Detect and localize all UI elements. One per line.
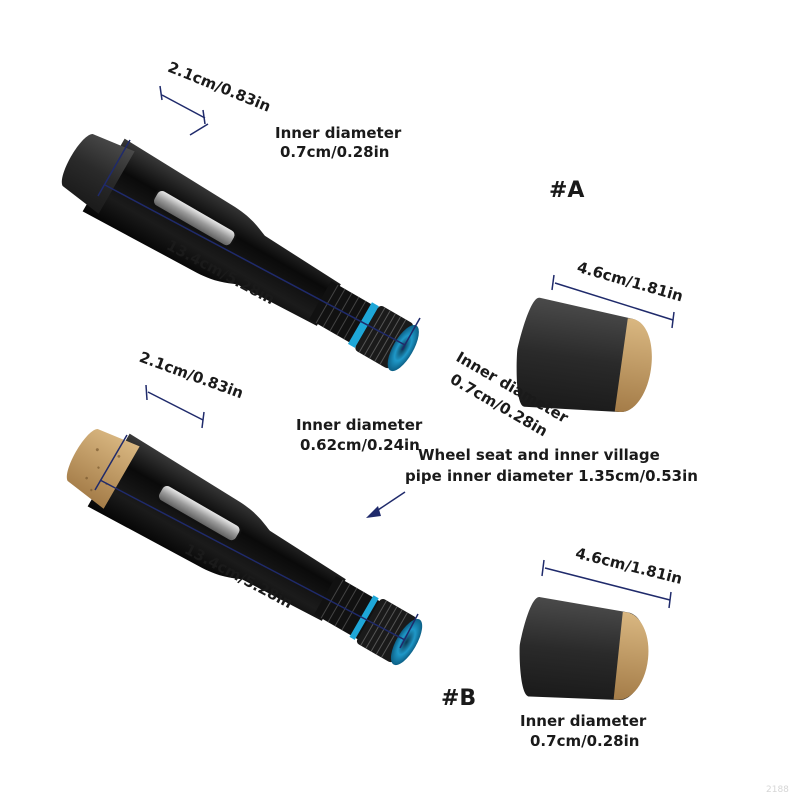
pointer-arrowhead-b: [366, 506, 381, 518]
b-seat-inner-diameter-label: Inner diameter: [296, 416, 423, 434]
b-grip-inner-diameter-label: Inner diameter: [520, 712, 647, 730]
cork-end-b: [613, 611, 649, 700]
hood-slot-a: [151, 189, 237, 248]
watermark-text: 2188: [766, 785, 789, 795]
hood-slot-b: [156, 484, 242, 543]
end-cap-b: [390, 618, 423, 666]
pointer-arrow-a: [189, 123, 209, 136]
eva-tip-a: [61, 134, 135, 214]
reel-seat-b: [66, 429, 423, 666]
knurled-nut-a: [355, 305, 414, 369]
fore-grip-a: [516, 297, 652, 413]
b-grip-inner-diameter-value: 0.7cm/0.28in: [530, 732, 640, 750]
dim-line-a-tip: [161, 94, 206, 119]
b-wheel-seat-note-line2: pipe inner diameter 1.35cm/0.53in: [405, 467, 698, 485]
reel-seat-a: [61, 134, 419, 372]
cork-end-a: [614, 318, 652, 413]
dim-line-a-total: [104, 184, 406, 346]
a-seat-inner-diameter-value: 0.7cm/0.28in: [280, 143, 390, 161]
variant-a-tag: #A: [549, 178, 585, 203]
blue-ring-a: [347, 302, 379, 348]
fore-grip-b: [519, 597, 649, 700]
b-seat-inner-diameter-value: 0.62cm/0.24in: [300, 436, 420, 454]
dim-line-b-grip: [544, 567, 671, 601]
dim-line-a-grip: [554, 282, 674, 321]
cork-tip-b: [66, 429, 140, 509]
b-wheel-seat-note-line1: Wheel seat and inner village: [418, 446, 660, 464]
blue-ring-b: [349, 595, 379, 640]
variant-b-tag: #B: [441, 686, 477, 711]
dim-line-b-tip: [147, 391, 204, 421]
a-seat-inner-diameter-label: Inner diameter: [275, 124, 402, 142]
dim-line-b-total: [99, 479, 406, 641]
dimension-lines: [94, 85, 675, 649]
